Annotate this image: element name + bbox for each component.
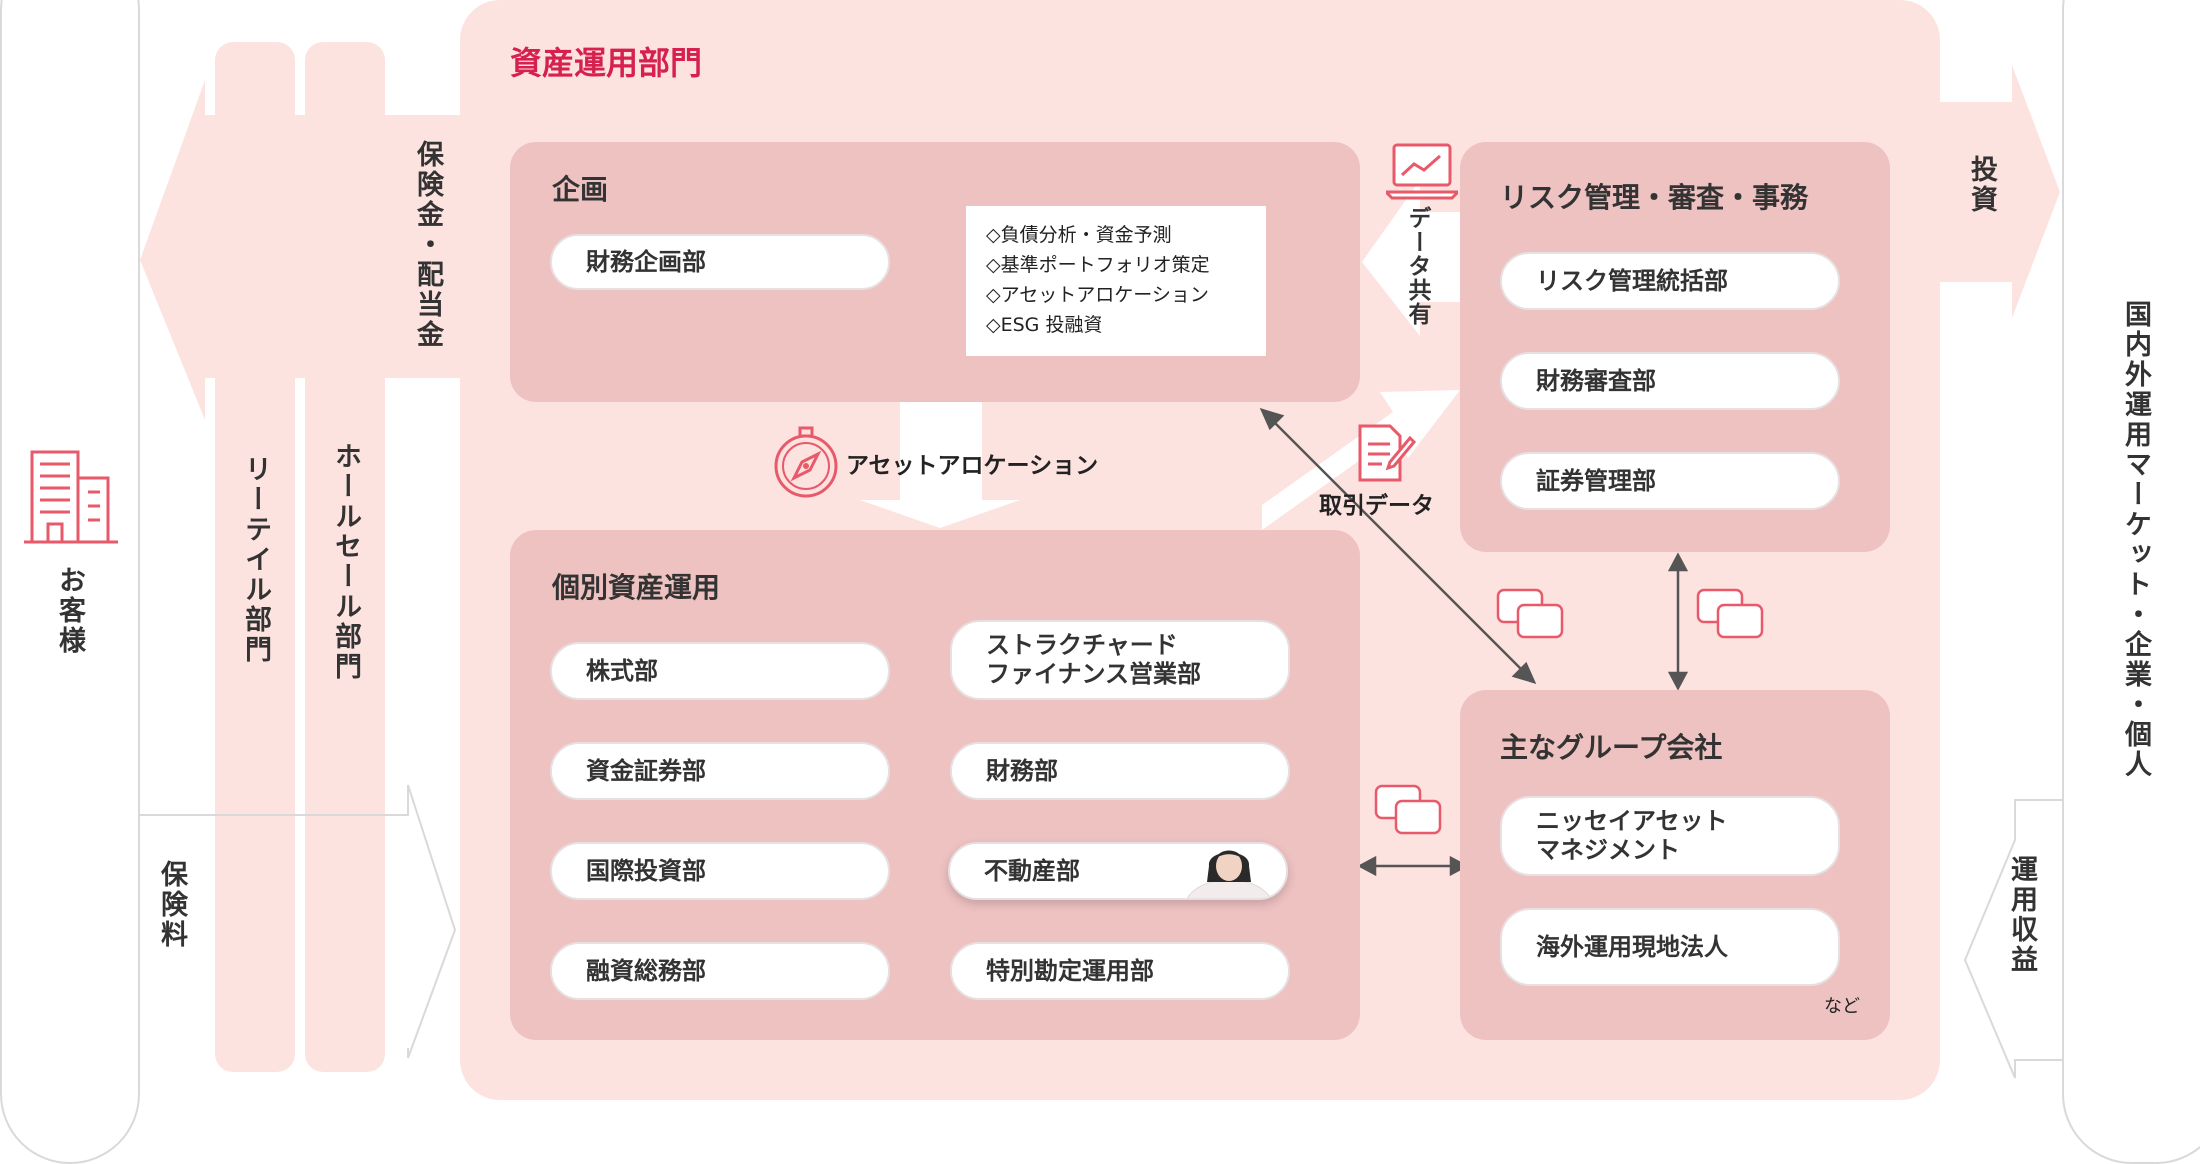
trade-data-label: 取引データ — [1319, 493, 1434, 519]
unit-risk-management: リスク管理統括部 — [1500, 252, 1840, 310]
customer-label: お客様 — [54, 566, 85, 656]
unit-overseas-subsidiaries: 海外運用現地法人 — [1500, 908, 1840, 986]
planning-tasks: ◇負債分析・資金予測 ◇基準ポートフォリオ策定 ◇アセットアロケーション ◇ES… — [966, 206, 1266, 356]
task-item: ◇負債分析・資金予測 — [986, 224, 1172, 246]
department-title: 資産運用部門 — [510, 44, 703, 82]
task-item: ◇基準ポートフォリオ策定 — [986, 254, 1210, 276]
retail-label: リーテイル部門 — [240, 455, 271, 665]
group-title: 主なグループ会社 — [1500, 731, 1723, 764]
individual-title: 個別資産運用 — [552, 571, 721, 604]
market-label: 国内外運用マーケット・企業・個人 — [2120, 300, 2151, 780]
unit-equity: 株式部 — [550, 642, 890, 700]
planning-title: 企画 — [552, 173, 609, 206]
task-item: ◇ESG 投融資 — [986, 314, 1103, 336]
unit-financial-planning: 財務企画部 — [550, 234, 890, 290]
unit-international-investment: 国際投資部 — [550, 842, 890, 900]
compass-icon — [773, 426, 839, 498]
unit-financial-review: 財務審査部 — [1500, 352, 1840, 410]
wholesale-label: ホールセール部門 — [330, 442, 361, 682]
data-share-label: データ共有 — [1404, 206, 1430, 326]
document-pen-icon — [1356, 422, 1417, 484]
unit-real-estate: 不動産部 — [948, 842, 1288, 900]
allocation-label: アセットアロケーション — [846, 453, 1099, 479]
unit-special-account: 特別勘定運用部 — [950, 942, 1290, 1000]
payout-label: 保険金・配当金 — [412, 140, 443, 350]
staff-avatar — [1174, 844, 1284, 898]
building-icon — [24, 448, 119, 548]
invest-label: 投資 — [1966, 155, 1997, 215]
group-note: など — [1824, 996, 1860, 1017]
returns-label: 運用収益 — [2006, 855, 2037, 975]
unit-finance: 財務部 — [950, 742, 1290, 800]
market-frame — [2062, 0, 2200, 1164]
customer-frame — [0, 0, 140, 1164]
risk-title: リスク管理・審査・事務 — [1500, 181, 1809, 214]
unit-real-estate-label: 不動産部 — [984, 856, 1080, 885]
premium-label: 保険料 — [156, 860, 187, 950]
unit-nissay-asset-management: ニッセイアセット マネジメント — [1500, 796, 1840, 876]
unit-loan-administration: 融資総務部 — [550, 942, 890, 1000]
task-item: ◇アセットアロケーション — [986, 284, 1209, 306]
unit-structured-finance: ストラクチャード ファイナンス営業部 — [950, 620, 1290, 700]
laptop-icon — [1382, 142, 1462, 200]
unit-securities-management: 証券管理部 — [1500, 452, 1840, 510]
unit-funds-securities: 資金証券部 — [550, 742, 890, 800]
